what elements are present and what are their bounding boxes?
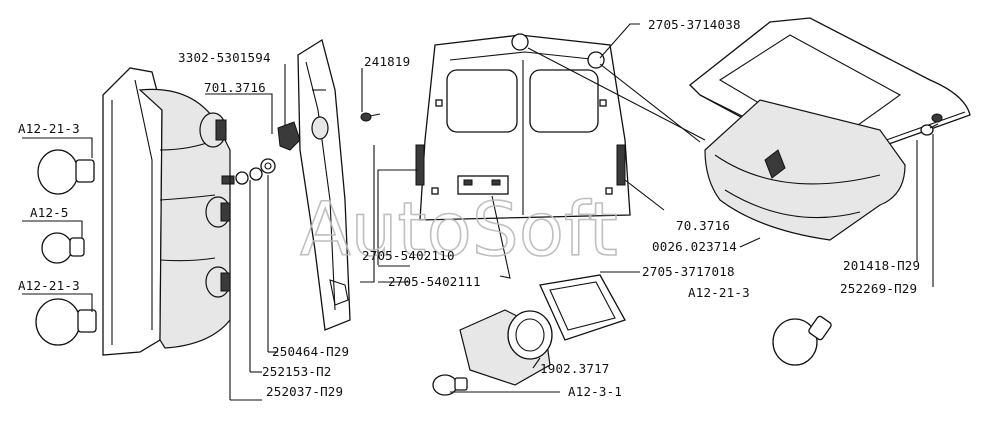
label-high-lamp-body: 0026.023714 — [652, 239, 737, 254]
bulb-upper-left — [37, 149, 95, 195]
label-nut: 250464-П29 — [272, 344, 349, 359]
watermark-text: AutoSoft — [300, 187, 618, 273]
connector-part — [277, 121, 301, 151]
label-connector: 3302-5301594 — [178, 50, 271, 65]
label-harness-right: 2705-5402111 — [388, 274, 481, 289]
label-harness-left: 2705-5402110 — [362, 248, 455, 263]
lamp-socket-lower — [205, 266, 231, 298]
high-mount-lamp-body — [704, 99, 906, 241]
label-screw-right: 201418-П29 — [843, 258, 920, 273]
label-bulb-right: A12-21-3 — [688, 285, 750, 300]
lamp-socket-middle — [205, 196, 231, 228]
lamp-socket-upper — [199, 112, 227, 148]
label-washer-right: 252269-П29 — [840, 281, 917, 296]
bulb-right — [772, 315, 832, 366]
bulb-lower-left — [35, 298, 97, 346]
label-lens: 2705-3717018 — [642, 264, 735, 279]
label-bulb-license: A12-3-1 — [568, 384, 622, 399]
van-rear-view — [415, 33, 631, 221]
nut-washer-stack — [221, 158, 276, 185]
label-screw: 241819 — [364, 54, 410, 69]
label-bulb-upper: A12-21-3 — [18, 121, 80, 136]
screw-part — [360, 112, 381, 122]
bulb-middle-left — [41, 232, 85, 264]
bulb-small-license — [432, 374, 468, 396]
label-spring-washer: 252037-П29 — [266, 384, 343, 399]
license-lamp-body — [459, 309, 553, 386]
license-lamp-lens — [539, 274, 626, 341]
screw-washer — [920, 113, 943, 136]
label-washer: 252153-П2 — [262, 364, 332, 379]
leader-lines — [22, 23, 934, 401]
pillar-bracket — [297, 38, 351, 331]
label-cover: 2705-3714038 — [648, 17, 741, 32]
label-license-lamp: 1902.3717 — [540, 361, 610, 376]
label-high-lamp: 70.3716 — [676, 218, 730, 233]
label-bulb-lower: A12-21-3 — [18, 278, 80, 293]
label-bulb-middle: A12-5 — [30, 205, 69, 220]
label-tail-lamp: 701.3716 — [204, 80, 266, 95]
